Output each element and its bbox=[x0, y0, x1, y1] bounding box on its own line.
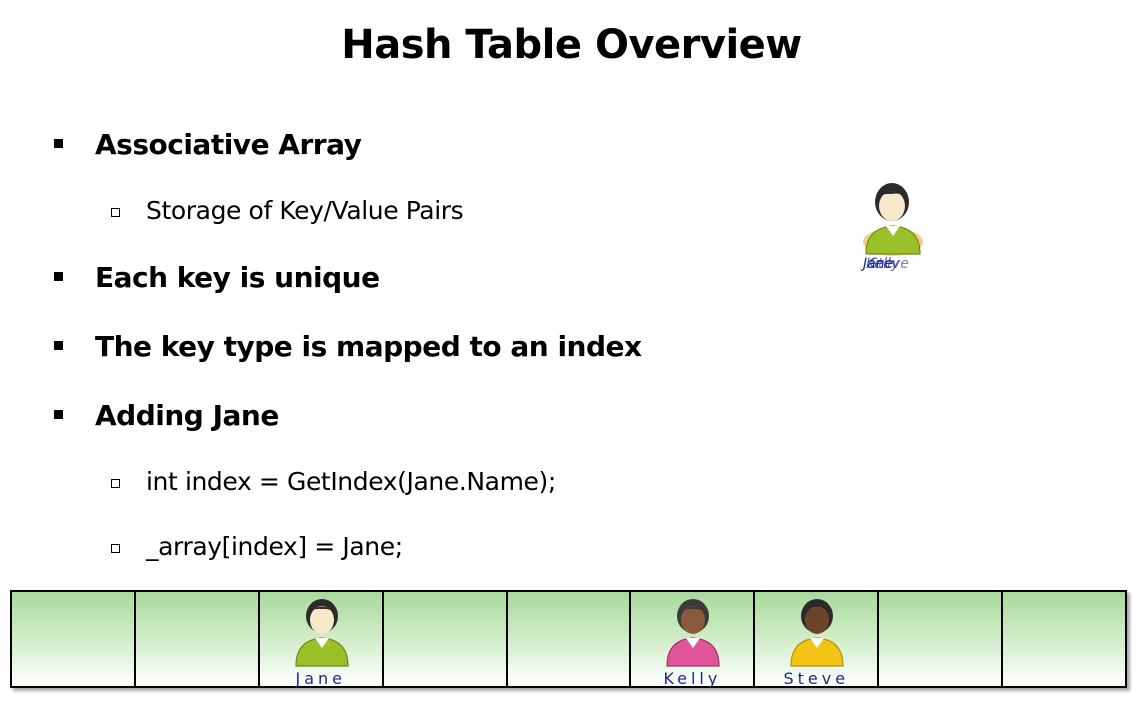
overlap-label-jane: Jane bbox=[863, 256, 894, 272]
cell-label-kelly: Kelly bbox=[663, 669, 722, 688]
array-cell-5: Kelly bbox=[631, 592, 756, 688]
array-cell-1 bbox=[135, 592, 260, 686]
hash-array: Jane Kelly Steve bbox=[10, 590, 1127, 688]
array-cell-8 bbox=[1003, 592, 1126, 686]
bullet-associative-array: Associative Array bbox=[53, 128, 362, 161]
bullet-unique-key: Each key is unique bbox=[54, 261, 380, 294]
bullet-mapped-index: The key type is mapped to an index bbox=[54, 330, 642, 363]
sub-bullet-get-index: int index = GetIndex(Jane.Name); bbox=[111, 467, 556, 496]
array-cell-2: Jane bbox=[259, 592, 384, 688]
array-cell-7 bbox=[879, 592, 1004, 686]
person-icon bbox=[787, 596, 847, 668]
array-cell-0 bbox=[12, 592, 136, 686]
person-icon bbox=[860, 178, 926, 258]
sub-bullet-storage: Storage of Key/Value Pairs bbox=[110, 196, 464, 225]
cell-label-steve: Steve bbox=[783, 669, 850, 688]
overlap-label-kelly: Kelly bbox=[866, 256, 900, 272]
sub-bullet-array-assign: _array[index] = Jane; bbox=[111, 532, 403, 561]
array-cell-4 bbox=[507, 592, 632, 686]
page-title: Hash Table Overview bbox=[341, 22, 802, 68]
overlap-label-steve: Steve bbox=[869, 256, 909, 272]
person-icon bbox=[663, 596, 723, 668]
cell-label-jane: Jane bbox=[295, 669, 346, 688]
array-cell-3 bbox=[383, 592, 508, 686]
person-icon bbox=[292, 596, 352, 668]
array-cell-6: Steve bbox=[755, 592, 880, 688]
bullet-adding-jane: Adding Jane bbox=[54, 399, 279, 432]
